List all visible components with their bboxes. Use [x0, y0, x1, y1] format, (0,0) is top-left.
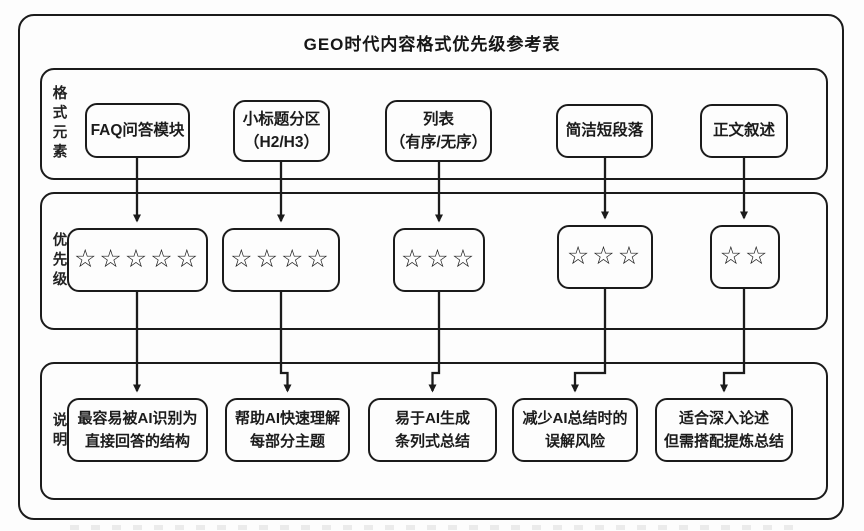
format-node-label: FAQ问答模块 — [90, 121, 185, 139]
scan-artifact — [70, 525, 794, 530]
section-format-elements: 格式元素 — [40, 68, 828, 180]
note-node-headings: 帮助AI快速理解 每部分主题 — [225, 398, 350, 462]
format-node-lists: 列表 （有序/无序） — [385, 100, 492, 162]
note-node-paragraphs: 减少AI总结时的 误解风险 — [512, 398, 638, 462]
priority-node-paragraphs: ☆☆☆ — [557, 225, 653, 289]
note-node-label: 易于AI生成 条列式总结 — [394, 409, 470, 450]
outer-border — [18, 14, 844, 520]
priority-node-narrative: ☆☆ — [710, 225, 780, 289]
format-node-faq: FAQ问答模块 — [85, 103, 190, 158]
format-node-label: 正文叙述 — [712, 122, 775, 140]
priority-node-lists: ☆☆☆ — [393, 228, 485, 292]
star-rating-icon: ☆☆ — [719, 241, 771, 270]
diagram-title: GEO时代内容格式优先级参考表 — [303, 35, 561, 54]
format-node-narrative: 正文叙述 — [700, 104, 788, 158]
note-node-label: 减少AI总结时的 误解风险 — [522, 409, 628, 450]
note-node-label: 最容易被AI识别为 直接回答的结构 — [77, 409, 198, 450]
note-node-label: 帮助AI快速理解 每部分主题 — [234, 409, 340, 450]
note-node-lists: 易于AI生成 条列式总结 — [368, 398, 497, 462]
priority-node-headings: ☆☆☆☆ — [222, 228, 340, 292]
priority-node-faq: ☆☆☆☆☆ — [67, 228, 208, 292]
section-label-priority: 优先级 — [50, 231, 67, 291]
star-rating-icon: ☆☆☆ — [400, 244, 478, 273]
note-node-narrative: 适合深入论述 但需搭配提炼总结 — [655, 398, 793, 462]
format-node-label: 列表 （有序/无序） — [389, 110, 488, 151]
note-node-label: 适合深入论述 但需搭配提炼总结 — [663, 409, 784, 450]
star-rating-icon: ☆☆☆ — [566, 241, 644, 270]
format-node-label: 简洁短段落 — [565, 122, 644, 140]
format-node-label: 小标题分区 （H2/H3） — [242, 110, 321, 151]
format-node-headings: 小标题分区 （H2/H3） — [233, 100, 330, 162]
star-rating-icon: ☆☆☆☆☆ — [73, 244, 202, 273]
section-label-format: 格式元素 — [50, 85, 67, 163]
section-label-notes: 说明 — [50, 411, 67, 451]
note-node-faq: 最容易被AI识别为 直接回答的结构 — [67, 398, 208, 462]
format-node-paragraphs: 简洁短段落 — [556, 104, 653, 158]
star-rating-icon: ☆☆☆☆ — [230, 244, 332, 273]
